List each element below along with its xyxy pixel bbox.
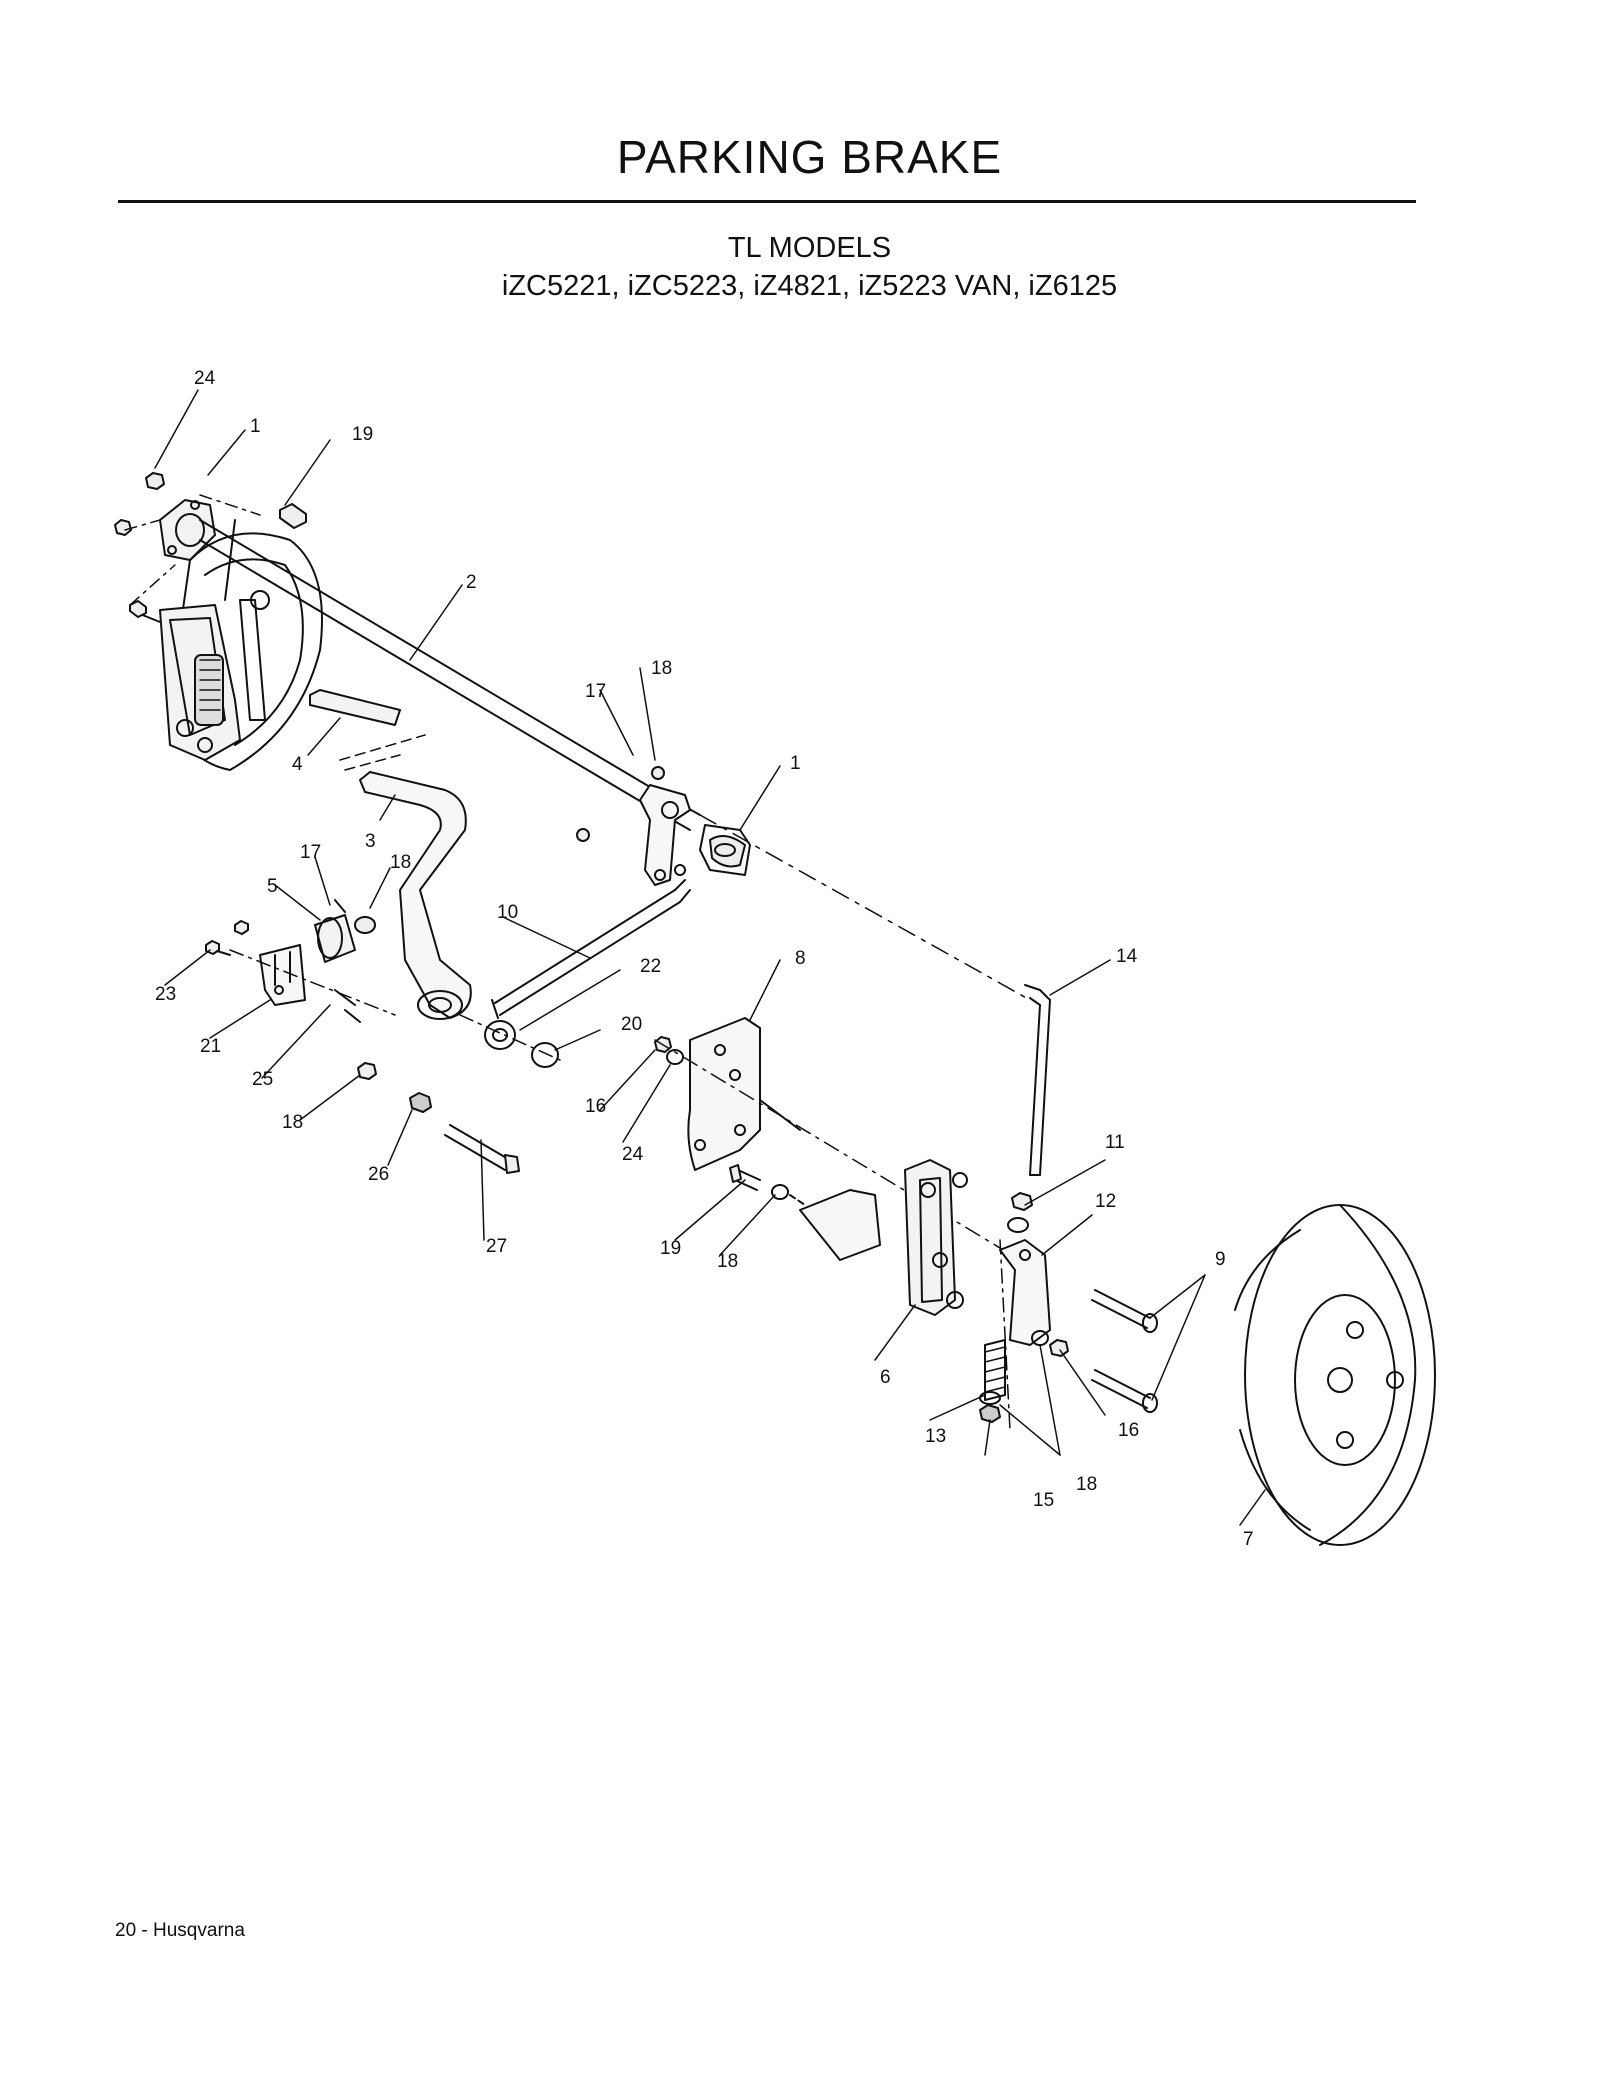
callout-number: 7 [1243,1529,1254,1550]
callout-number: 24 [194,368,216,389]
callout-number: 8 [795,948,806,969]
callout-number: 4 [292,754,303,775]
callout-number: 12 [1095,1191,1116,1212]
callout-number: 16 [585,1096,606,1117]
callout-number: 22 [640,956,661,977]
hardware-top-left [114,472,307,623]
page-title: PARKING BRAKE [616,131,1003,183]
callout-number: 1 [250,416,261,437]
callout-number: 16 [1118,1420,1139,1441]
title-divider [118,200,1416,203]
callout-number: 9 [1215,1249,1226,1270]
callout-number: 2 [466,572,477,593]
callout-number: 15 [1033,1490,1054,1511]
callout-number: 18 [1076,1474,1097,1495]
callout-number: 24 [622,1144,644,1165]
callout-number: 27 [486,1236,507,1257]
callout-leaders [154,389,1266,1526]
pedal-pad [309,689,426,771]
callout-number: 13 [925,1426,946,1447]
callout-number: 19 [352,424,373,445]
callout-number: 11 [1105,1132,1125,1153]
washer-and-clip [459,1014,561,1068]
callout-number: 21 [200,1036,221,1057]
callout-number: 5 [267,876,278,897]
vertical-rod [1024,984,1051,1176]
callout-number: 18 [651,658,672,679]
callout-number: 20 [621,1014,642,1035]
upper-pivot-bracket [576,766,751,886]
callout-number: 19 [660,1238,681,1259]
page-footer: 20 - Husqvarna [115,1920,245,1941]
callout-number: 6 [880,1367,891,1388]
callout-number: 17 [300,842,321,863]
left-brake-assembly [159,519,323,771]
bushing-and-bracket [205,899,396,1023]
callout-number: 23 [155,984,176,1005]
callout-number: 18 [390,852,411,873]
flange-bearing-left [159,499,216,561]
callout-number: 17 [585,681,606,702]
connecting-rod [491,879,691,1019]
callout-number: 18 [717,1251,738,1272]
caliper-bracket-right [799,1159,968,1316]
bolt-and-washer-lower [729,1164,806,1206]
brake-rotor [1234,1204,1436,1546]
lower-hardware [357,1062,520,1174]
spring-assembly [979,1239,1011,1431]
callout-number: 26 [368,1164,389,1185]
callout-number: 18 [282,1112,303,1133]
wheel-studs [1091,1289,1158,1413]
callout-number: 14 [1116,946,1138,967]
callout-number: 1 [790,753,801,774]
subtitle-model-list: iZC5221, iZC5223, iZ4821, iZ5223 VAN, iZ… [501,270,1118,302]
brake-arm [999,1192,1051,1346]
subtitle-models-group: TL MODELS [727,232,892,264]
callout-number: 10 [497,902,518,923]
mounting-plate [654,1017,1021,1261]
callout-number: 25 [252,1069,273,1090]
brake-pedal-arm [359,771,472,1020]
callout-number: 3 [365,831,376,852]
